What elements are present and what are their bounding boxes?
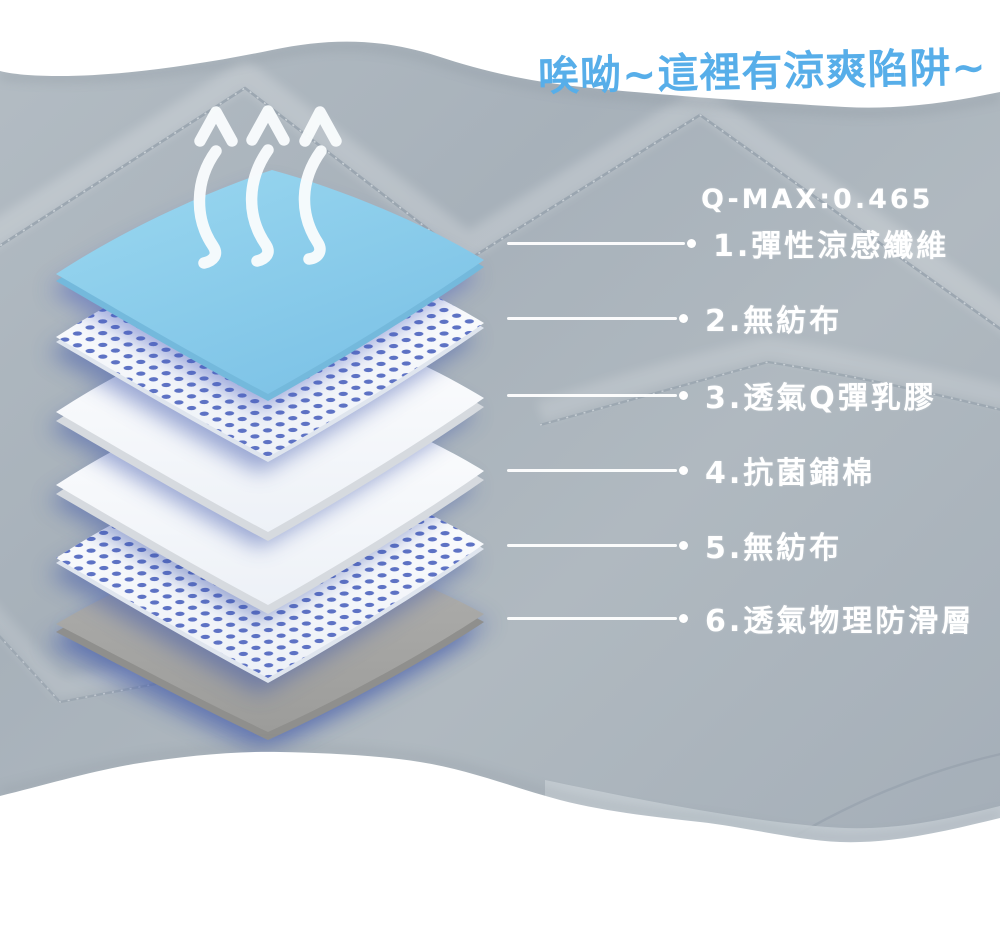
callout-dot xyxy=(679,613,688,623)
callout-dot xyxy=(679,465,688,475)
callout-layer-2: 2.無紡布 xyxy=(507,298,843,339)
layer-3-label: 3.透氣Q彈乳膠 xyxy=(705,381,937,416)
callout-dot xyxy=(679,540,688,550)
pad-edge-band xyxy=(545,780,1000,849)
airflow-arrow-3 xyxy=(298,106,342,265)
airflow-arrow-2 xyxy=(245,105,290,267)
callout-dot xyxy=(679,390,688,400)
callout-line xyxy=(507,543,677,547)
callout-dot xyxy=(679,313,688,323)
qmax-value-label: Q-MAX:0.465 xyxy=(701,184,934,215)
layer-2-label: 2.無紡布 xyxy=(705,304,843,339)
callout-layer-3: 3.透氣Q彈乳膠 xyxy=(507,375,937,416)
callout-line xyxy=(507,468,677,472)
callout-line xyxy=(507,241,685,245)
airflow-arrow-1 xyxy=(193,106,238,269)
callout-layer-1: 1.彈性涼感纖維 xyxy=(507,223,950,264)
callout-line xyxy=(507,316,677,320)
callout-line xyxy=(507,616,677,620)
layer-1-label: 1.彈性涼感纖維 xyxy=(713,229,950,264)
page-title: 唉呦~這裡有涼爽陷阱~ xyxy=(537,43,988,101)
callout-layer-6: 6.透氣物理防滑層 xyxy=(507,598,975,639)
top-wave xyxy=(0,0,1000,117)
layer-4-label: 4.抗菌鋪棉 xyxy=(705,456,876,491)
callout-layer-5: 5.無紡布 xyxy=(507,525,843,566)
callout-dot xyxy=(687,238,696,248)
layer-6-label: 6.透氣物理防滑層 xyxy=(705,604,975,639)
bottom-wave xyxy=(0,744,1000,931)
airflow-arrows-icon xyxy=(193,105,342,269)
callout-layer-4: 4.抗菌鋪棉 xyxy=(507,450,876,491)
callout-line xyxy=(507,393,677,397)
layer-5-label: 5.無紡布 xyxy=(705,531,843,566)
